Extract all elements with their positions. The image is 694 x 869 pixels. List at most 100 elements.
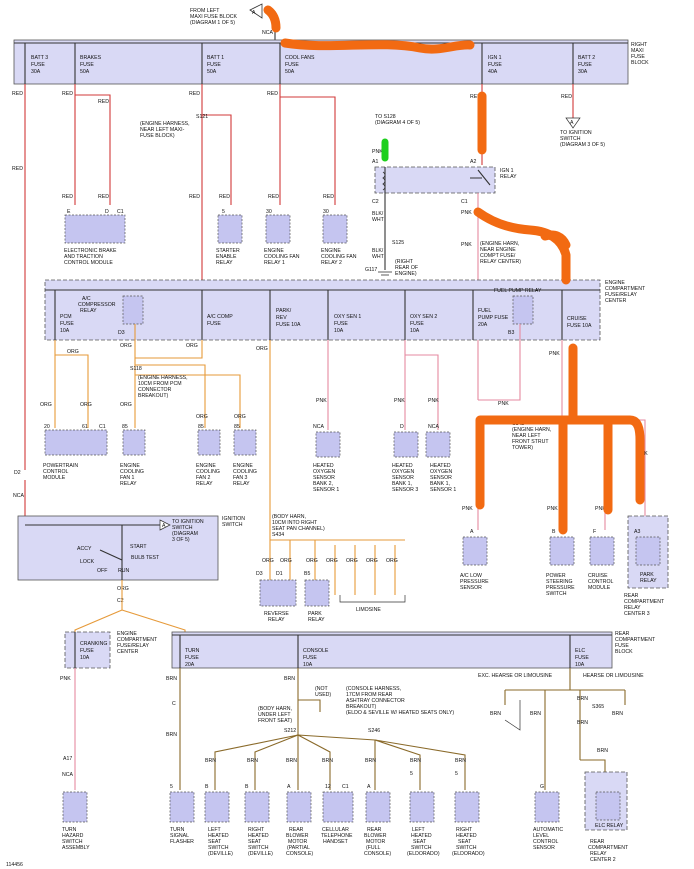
engine-cooling-fan-2-relay: 85 ENGINE COOLING FAN 2 RELAY <box>196 424 221 487</box>
diagram-label: MOTOR <box>288 839 307 845</box>
diagram-label: HEATED <box>313 463 334 469</box>
diagram-label: TURN <box>170 827 185 833</box>
diagram-label: HEARSE OR LIMOUSINE <box>583 673 644 679</box>
maxi-block-title-3: FUSE <box>631 54 645 60</box>
diagram-label: 85 <box>198 424 204 430</box>
diagram-label: ORG <box>196 414 208 420</box>
diagram-label: S246 <box>368 728 380 734</box>
ac-low-pressure-sensor: A A/C LOW PRESSURE SENSOR <box>460 529 489 591</box>
diagram-label: (DIAGRAM 4 OF 5) <box>375 120 420 126</box>
diagram-label: 5 <box>455 771 458 777</box>
diagram-label: ENGINE <box>117 631 137 637</box>
diagram-label: ENGINE <box>196 463 216 469</box>
diagram-label: SENSOR 1 <box>430 487 456 493</box>
diagram-label: S125 <box>392 240 404 246</box>
fuse-batt1: BATT 1 FUSE 50A <box>201 43 224 84</box>
diagram-label: COMPT FUSE/ <box>480 253 516 259</box>
diagram-label: SWITCH <box>208 845 229 851</box>
diagram-label: SENSOR 3 <box>392 487 418 493</box>
diagram-label: (DIAGRAM 3 OF 5) <box>560 142 605 148</box>
fuse-turn: TURN FUSE 20A <box>179 635 200 668</box>
fuse-cool-fans: COOL FANS FUSE 50A <box>279 43 315 84</box>
diagram-label: CELLULAR <box>322 827 349 833</box>
diagram-label: SEAT <box>208 839 222 845</box>
diagram-label: PNK <box>316 398 327 404</box>
diagram-label: BLOWER <box>364 833 387 839</box>
diagram-label: 20A <box>478 322 488 328</box>
diagram-label: BLOCK <box>615 649 633 655</box>
ac-compressor-relay: A/C COMPRESSOR RELAY D3 <box>78 295 144 336</box>
fuse-batt3: BATT 3 FUSE 30A <box>24 43 48 84</box>
fuse-pcm: PCM FUSE 10A <box>54 290 74 340</box>
diagram-label: 30A <box>578 69 588 75</box>
diagram-label: HEATED <box>411 833 432 839</box>
starter-enable-relay: 5 STARTER ENABLE RELAY <box>216 209 243 266</box>
diagram-label: 50A <box>207 69 217 75</box>
diagram-label: SEAT PAN CHANNEL) <box>272 526 325 532</box>
park-relay: PARK RELAY <box>304 579 330 623</box>
diagram-label: A1 <box>372 159 378 165</box>
diagram-label: WHT <box>372 254 385 260</box>
diagram-label: SENSOR <box>430 475 452 481</box>
diagram-label: D <box>400 424 404 430</box>
diagram-label: (NOT <box>315 686 329 692</box>
diagram-label: RELAY <box>80 308 97 314</box>
diagram-label: (FULL <box>366 845 381 851</box>
diagram-label: RED <box>189 91 200 97</box>
diagram-label: BLK/ <box>372 248 384 254</box>
diagram-label: COMPARTMENT <box>624 599 665 605</box>
diagram-label: ASHTRAY CONNECTOR <box>346 698 405 704</box>
heated-oxygen-sensor-bank2-s1: NCA HEATED OXYGEN SENSOR BANK 2, SENSOR … <box>313 424 341 493</box>
diagram-label: 5 <box>222 209 225 215</box>
diagram-label: RELAY <box>216 260 233 266</box>
from-left-maxi-label-2: MAXI FUSE BLOCK <box>190 14 238 20</box>
diagram-label: USED) <box>315 692 331 698</box>
diagram-label: OXYGEN <box>313 469 335 475</box>
diagram-label: CONSOLE) <box>364 851 391 857</box>
diagram-label: CENTER 3 <box>624 611 650 617</box>
diagram-label: ENABLE <box>216 254 237 260</box>
diagram-label: (ELDORADO) <box>452 851 485 857</box>
elc-relay: ELC RELAY REAR COMPARTMENT RELAY CENTER … <box>584 771 629 863</box>
diagram-label: S118 <box>130 366 142 372</box>
diagram-label: ORG <box>120 343 132 349</box>
diagram-label: LOCK <box>80 559 95 565</box>
diagram-label: SWITCH <box>456 845 477 851</box>
diagram-label: HEATED <box>456 833 477 839</box>
diagram-label: 3 OF 5) <box>172 537 190 543</box>
diagram-label: RUN <box>118 568 129 574</box>
diagram-label: FUSE <box>80 648 94 654</box>
fuse-ign1: IGN 1 FUSE 40A <box>481 43 502 84</box>
diagram-label: ORG <box>306 558 318 564</box>
diagram-label: BRN <box>322 758 333 764</box>
diagram-label: A/C LOW <box>460 573 482 579</box>
park-relay-rear: A3 PARK RELAY REAR COMPARTMENT RELAY CEN… <box>624 515 669 617</box>
diagram-label: (ENGINE HARNESS, <box>140 121 190 127</box>
diagram-label: 10A <box>80 655 90 661</box>
diagram-label: ENGINE <box>264 248 284 254</box>
diagram-label: ENGINE <box>321 248 341 254</box>
diagram-label: START <box>130 544 147 550</box>
diagram-label: RED <box>189 194 200 200</box>
diagram-label: NEAR LEFT MAXI- <box>140 127 185 133</box>
diagram-label: BANK 2, <box>313 481 333 487</box>
diagram-label: OXYGEN <box>430 469 452 475</box>
engine-cooling-fan-relay-2: 30 ENGINE COOLING FAN RELAY 2 <box>321 209 357 266</box>
diagram-label: OXY SEN 2 <box>410 314 437 320</box>
diagram-label: FUSE <box>80 62 94 68</box>
orange-highlight-marks <box>263 5 645 535</box>
diagram-label: BREAKOUT) <box>138 393 169 399</box>
left-heated-seat-switch-deville: B LEFT HEATED SEAT SWITCH (DEVILLE) <box>204 784 233 857</box>
diagram-label: HEATED <box>248 833 269 839</box>
diagram-label: HEATED <box>430 463 451 469</box>
diagram-label: 5 <box>410 771 413 777</box>
diagram-label: (ELDORADO) <box>407 851 440 857</box>
diagram-label: C1 <box>461 199 468 205</box>
diagram-label: RELAY 2 <box>321 260 342 266</box>
diagram-label: BLK/ <box>372 211 384 217</box>
diagram-label: CONTROL <box>43 469 68 475</box>
diagram-label: FUSE BLOCK) <box>140 133 175 139</box>
fuel-pump-relay: FUEL PUMP RELAY B3 <box>494 288 542 336</box>
diagram-label: BULB TEST <box>131 555 160 561</box>
diagram-label: TO S128 <box>375 114 396 120</box>
